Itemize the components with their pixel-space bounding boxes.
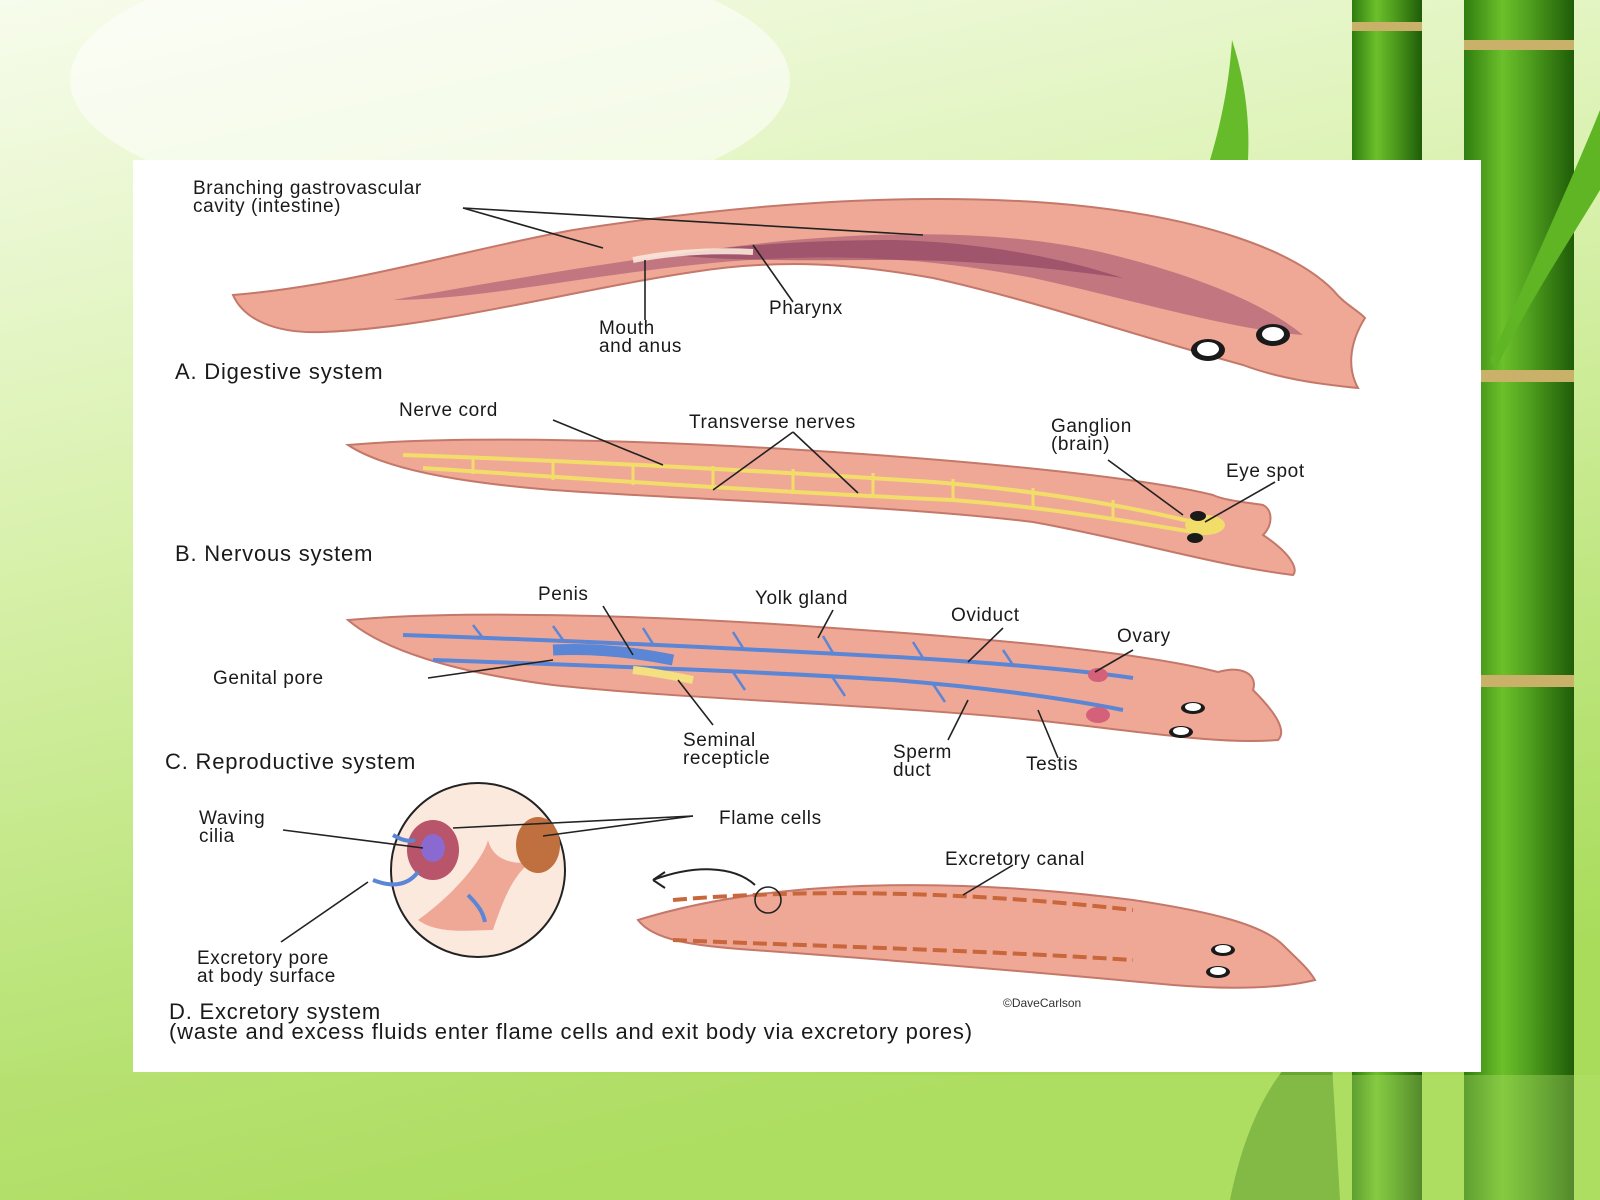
reproductive-leader-lines xyxy=(427,605,1134,759)
label-ganglion: Ganglion (brain) xyxy=(1051,416,1132,455)
label-transverse-nerves: Transverse nerves xyxy=(689,412,856,433)
label-eye-spot: Eye spot xyxy=(1226,461,1305,482)
label-waving-cilia: Waving cilia xyxy=(199,808,266,847)
excretory-leader-lines xyxy=(280,815,1014,943)
label-oviduct: Oviduct xyxy=(951,605,1020,626)
flame-cell-magnifier xyxy=(372,782,756,958)
label-genital-pore: Genital pore xyxy=(213,668,324,689)
illustration-credit: ©DaveCarlson xyxy=(1003,996,1082,1010)
section-title-nervous: B. Nervous system xyxy=(175,541,374,566)
reproductive-worm xyxy=(345,613,1283,742)
label-flame-cells: Flame cells xyxy=(719,808,822,829)
section-title-digestive: A. Digestive system xyxy=(175,359,384,384)
label-pharynx: Pharynx xyxy=(769,298,843,319)
label-excretory-pore: Excretory pore at body surface xyxy=(197,948,336,987)
planarian-illustration xyxy=(231,198,1367,989)
label-yolk-gland: Yolk gland xyxy=(755,588,848,609)
label-gastrovascular-cavity: Branching gastrovascular cavity (intesti… xyxy=(193,178,422,217)
diagram-panel: Branching gastrovascular cavity (intesti… xyxy=(133,160,1481,1072)
section-title-reproductive: C. Reproductive system xyxy=(165,749,417,774)
label-seminal-recepticle: Seminal recepticle xyxy=(683,730,771,769)
label-nerve-cord: Nerve cord xyxy=(399,400,498,421)
excretory-worm xyxy=(636,884,1317,989)
label-sperm-duct: Sperm duct xyxy=(893,742,952,781)
digestive-leader-lines xyxy=(462,207,924,320)
label-excretory-canal: Excretory canal xyxy=(945,849,1085,870)
nervous-leader-lines xyxy=(552,419,1276,523)
section-title-excretory: D. Excretory system (waste and excess fl… xyxy=(169,999,973,1044)
label-penis: Penis xyxy=(538,584,589,605)
label-ovary: Ovary xyxy=(1117,626,1171,647)
label-mouth-and-anus: Mouth and anus xyxy=(599,318,682,357)
digestive-worm xyxy=(231,198,1367,390)
label-testis: Testis xyxy=(1026,754,1079,775)
nervous-worm xyxy=(345,438,1296,577)
